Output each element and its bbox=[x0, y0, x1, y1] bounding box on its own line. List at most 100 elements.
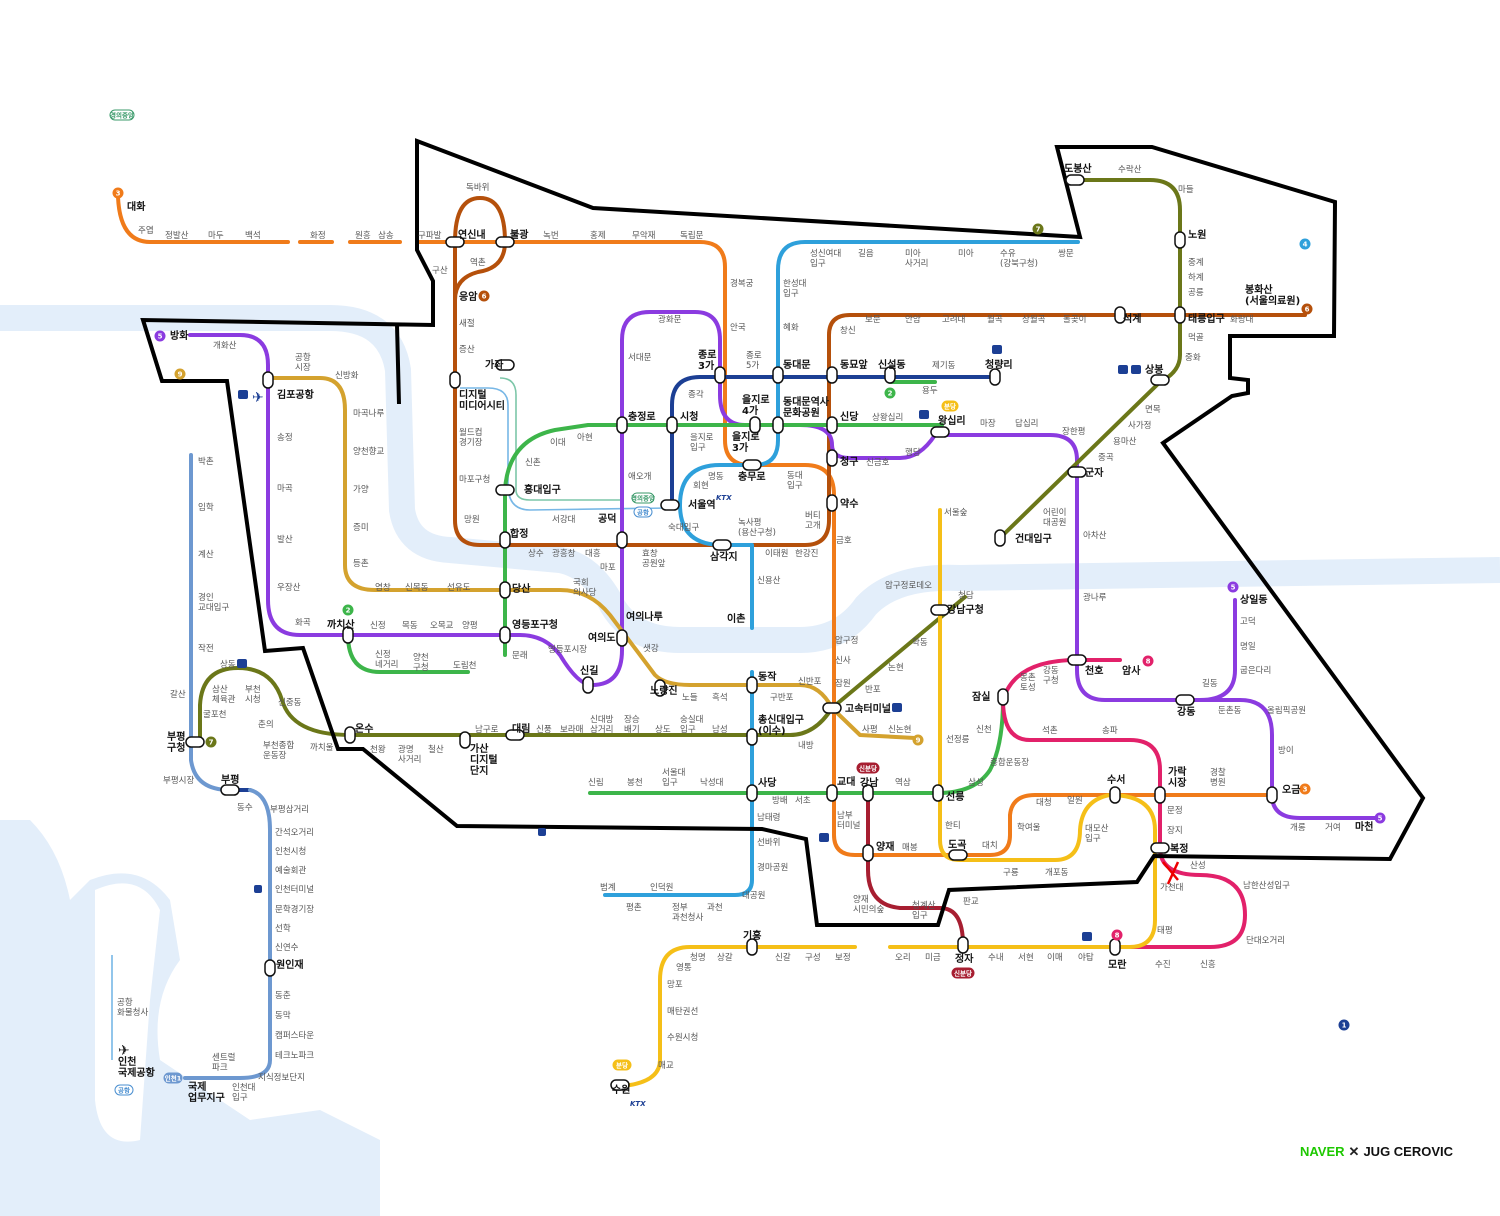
station-label[interactable]: 수내 bbox=[988, 953, 1004, 963]
station-label[interactable]: 상갈 bbox=[717, 952, 733, 963]
station-label[interactable]: 한티 bbox=[945, 821, 961, 831]
station-label[interactable]: 마포구청 bbox=[459, 475, 490, 485]
station-label[interactable]: 우장산 bbox=[277, 582, 301, 593]
interchange-marker[interactable] bbox=[616, 416, 628, 434]
station-label[interactable]: 온수 bbox=[355, 723, 373, 735]
station-label[interactable]: 작전 bbox=[198, 643, 214, 654]
station-label[interactable]: 선릉 bbox=[946, 790, 964, 803]
interchange-marker[interactable] bbox=[772, 416, 784, 434]
station-label[interactable]: 개롱 bbox=[1290, 822, 1306, 833]
station-label[interactable]: 매교 bbox=[658, 1061, 674, 1071]
interchange-marker[interactable] bbox=[582, 676, 594, 694]
station-label[interactable]: 복정 bbox=[1170, 842, 1188, 855]
station-label[interactable]: 고덕 bbox=[1240, 616, 1256, 627]
station-label[interactable]: 강남구청 bbox=[947, 603, 984, 616]
station-label[interactable]: 마두 bbox=[208, 231, 224, 241]
station-label[interactable]: 구반포 bbox=[770, 692, 794, 703]
station-label[interactable]: 여의나루 bbox=[626, 610, 663, 623]
interchange-marker[interactable] bbox=[1174, 231, 1186, 249]
station-label[interactable]: 쌍문 bbox=[1058, 248, 1074, 259]
interchange-marker[interactable] bbox=[1114, 306, 1126, 324]
station-label[interactable]: 숙대입구 bbox=[668, 523, 699, 533]
station-label[interactable]: 불광 bbox=[510, 229, 529, 241]
station-label[interactable]: 노들 bbox=[682, 693, 698, 703]
station-label[interactable]: 거여 bbox=[1325, 822, 1341, 833]
station-label[interactable]: 신설동 bbox=[878, 358, 906, 371]
station-label[interactable]: 약수 bbox=[840, 497, 858, 510]
station-label[interactable]: 남태령 bbox=[757, 812, 780, 823]
station-label[interactable]: 화정 bbox=[310, 230, 326, 241]
station-label[interactable]: 여의도 bbox=[588, 631, 616, 644]
station-label[interactable]: 방배 bbox=[772, 795, 788, 806]
interchange-marker[interactable] bbox=[826, 784, 838, 802]
station-label[interactable]: 금호 bbox=[836, 536, 852, 546]
station-label[interactable]: 범계 bbox=[600, 882, 616, 893]
station-label[interactable]: 인덕원 bbox=[650, 882, 673, 893]
interchange-marker[interactable] bbox=[1174, 306, 1186, 324]
station-label[interactable]: 원흥 bbox=[355, 230, 371, 241]
station-label[interactable]: 장지 bbox=[1167, 825, 1183, 836]
station-label[interactable]: 망원 bbox=[464, 514, 480, 525]
station-label[interactable]: 올림픽공원 bbox=[1267, 705, 1306, 716]
station-label[interactable]: 이촌 bbox=[727, 612, 745, 625]
station-label[interactable]: 보라매 bbox=[560, 725, 583, 735]
station-label[interactable]: 구산 bbox=[432, 265, 448, 276]
station-label[interactable]: 내방 bbox=[798, 740, 814, 751]
station-label[interactable]: 대화 bbox=[127, 200, 146, 213]
station-label[interactable]: 녹사평(용산구청) bbox=[738, 517, 776, 538]
station-label[interactable]: 답십리 bbox=[1015, 418, 1038, 429]
station-label[interactable]: 새절 bbox=[459, 319, 475, 329]
station-label[interactable]: 신중동 bbox=[278, 698, 302, 708]
station-label[interactable]: 신논현 bbox=[888, 725, 911, 735]
station-label[interactable]: 도봉산 bbox=[1064, 162, 1092, 175]
station-label[interactable]: 강남 bbox=[860, 776, 879, 789]
station-label[interactable]: 군자 bbox=[1085, 466, 1104, 479]
station-label[interactable]: 송파 bbox=[1102, 726, 1118, 736]
station-label[interactable]: 신흥 bbox=[1200, 959, 1216, 970]
station-label[interactable]: 동춘 bbox=[275, 991, 291, 1001]
station-label[interactable]: 인천시청 bbox=[275, 846, 306, 857]
station-label[interactable]: 흑석 bbox=[712, 692, 728, 703]
interchange-marker[interactable] bbox=[499, 531, 511, 549]
station-label[interactable]: 대치 bbox=[982, 841, 998, 851]
station-label[interactable]: 선학 bbox=[275, 923, 291, 934]
station-label[interactable]: 동수 bbox=[237, 803, 253, 813]
station-label[interactable]: 오리 bbox=[895, 953, 911, 963]
station-label[interactable]: 석촌 bbox=[1042, 725, 1058, 736]
station-label[interactable]: 마곡 bbox=[277, 484, 293, 494]
station-label[interactable]: 기흥 bbox=[743, 929, 761, 942]
station-label[interactable]: 오금 bbox=[1282, 784, 1300, 796]
station-label[interactable]: 대림 bbox=[512, 722, 530, 735]
station-label[interactable]: 청명 bbox=[690, 952, 706, 963]
station-label[interactable]: 개포동 bbox=[1045, 867, 1069, 878]
station-label[interactable]: 계산 bbox=[198, 549, 214, 560]
station-label[interactable]: 수진 bbox=[1155, 959, 1171, 970]
station-label[interactable]: 장한평 bbox=[1062, 426, 1085, 437]
station-label[interactable]: 방이 bbox=[1278, 745, 1294, 756]
station-label[interactable]: 신풍 bbox=[536, 725, 552, 735]
station-label[interactable]: 단대오거리 bbox=[1246, 935, 1285, 946]
station-label[interactable]: 삼각지 bbox=[710, 550, 738, 563]
station-label[interactable]: 종각 bbox=[688, 389, 704, 400]
station-label[interactable]: 아차산 bbox=[1083, 530, 1107, 541]
station-label[interactable]: 모란 bbox=[1108, 959, 1127, 971]
interchange-marker[interactable] bbox=[220, 784, 240, 796]
station-label[interactable]: 안국 bbox=[730, 322, 746, 333]
interchange-marker[interactable] bbox=[342, 626, 354, 644]
interchange-marker[interactable] bbox=[746, 938, 758, 956]
station-label[interactable]: 등촌 bbox=[353, 559, 369, 569]
station-label[interactable]: 청담 bbox=[958, 590, 974, 601]
